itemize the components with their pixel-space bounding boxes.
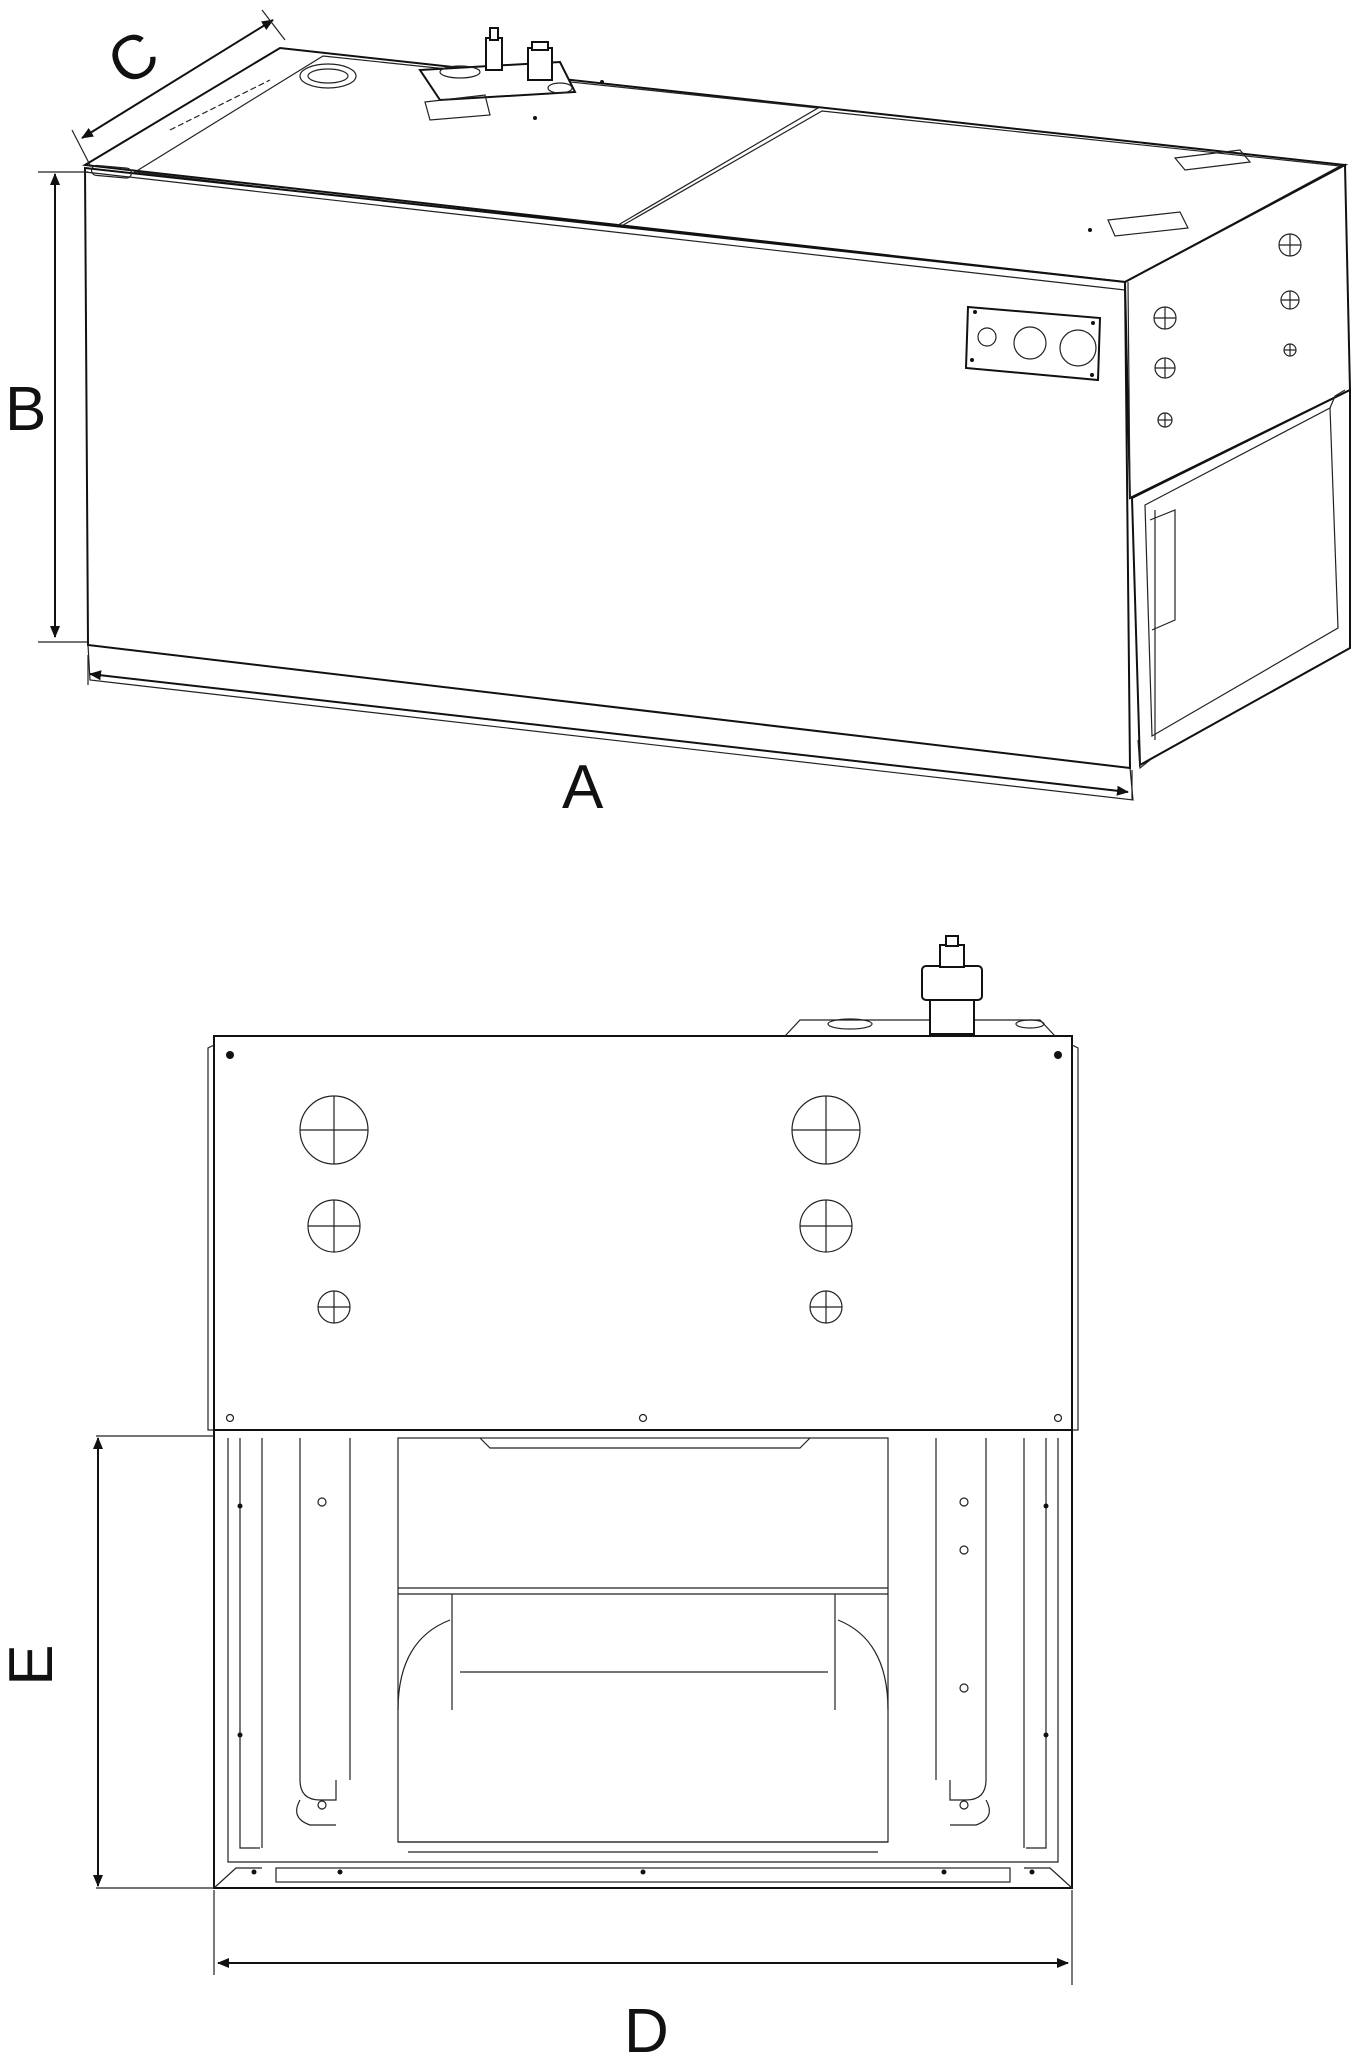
dimension-label-a: A xyxy=(562,753,604,822)
valve-large xyxy=(527,47,553,81)
side-view: E D xyxy=(0,935,1079,2058)
top-access-panel xyxy=(1173,149,1252,171)
connection-plate xyxy=(964,305,1102,382)
valve-small xyxy=(485,37,503,71)
vent-grille xyxy=(299,63,357,89)
knockouts-right xyxy=(791,1095,861,1324)
top-fittings xyxy=(418,27,577,121)
top-fitting xyxy=(784,935,1056,1037)
lower-frame xyxy=(213,1429,1073,1889)
dimension-label-e: E xyxy=(0,1644,66,1685)
isometric-view: C B A xyxy=(5,9,1352,822)
connection-hole-medium xyxy=(1013,326,1047,360)
connection-hole-large xyxy=(1059,329,1097,367)
connection-hole-small xyxy=(977,327,997,347)
knockouts-left xyxy=(299,1095,369,1324)
dimension-label-b: B xyxy=(5,375,46,444)
dimension-label-d: D xyxy=(624,1997,669,2058)
dimension-label-c: C xyxy=(96,17,170,99)
end-panel xyxy=(213,1035,1073,1431)
